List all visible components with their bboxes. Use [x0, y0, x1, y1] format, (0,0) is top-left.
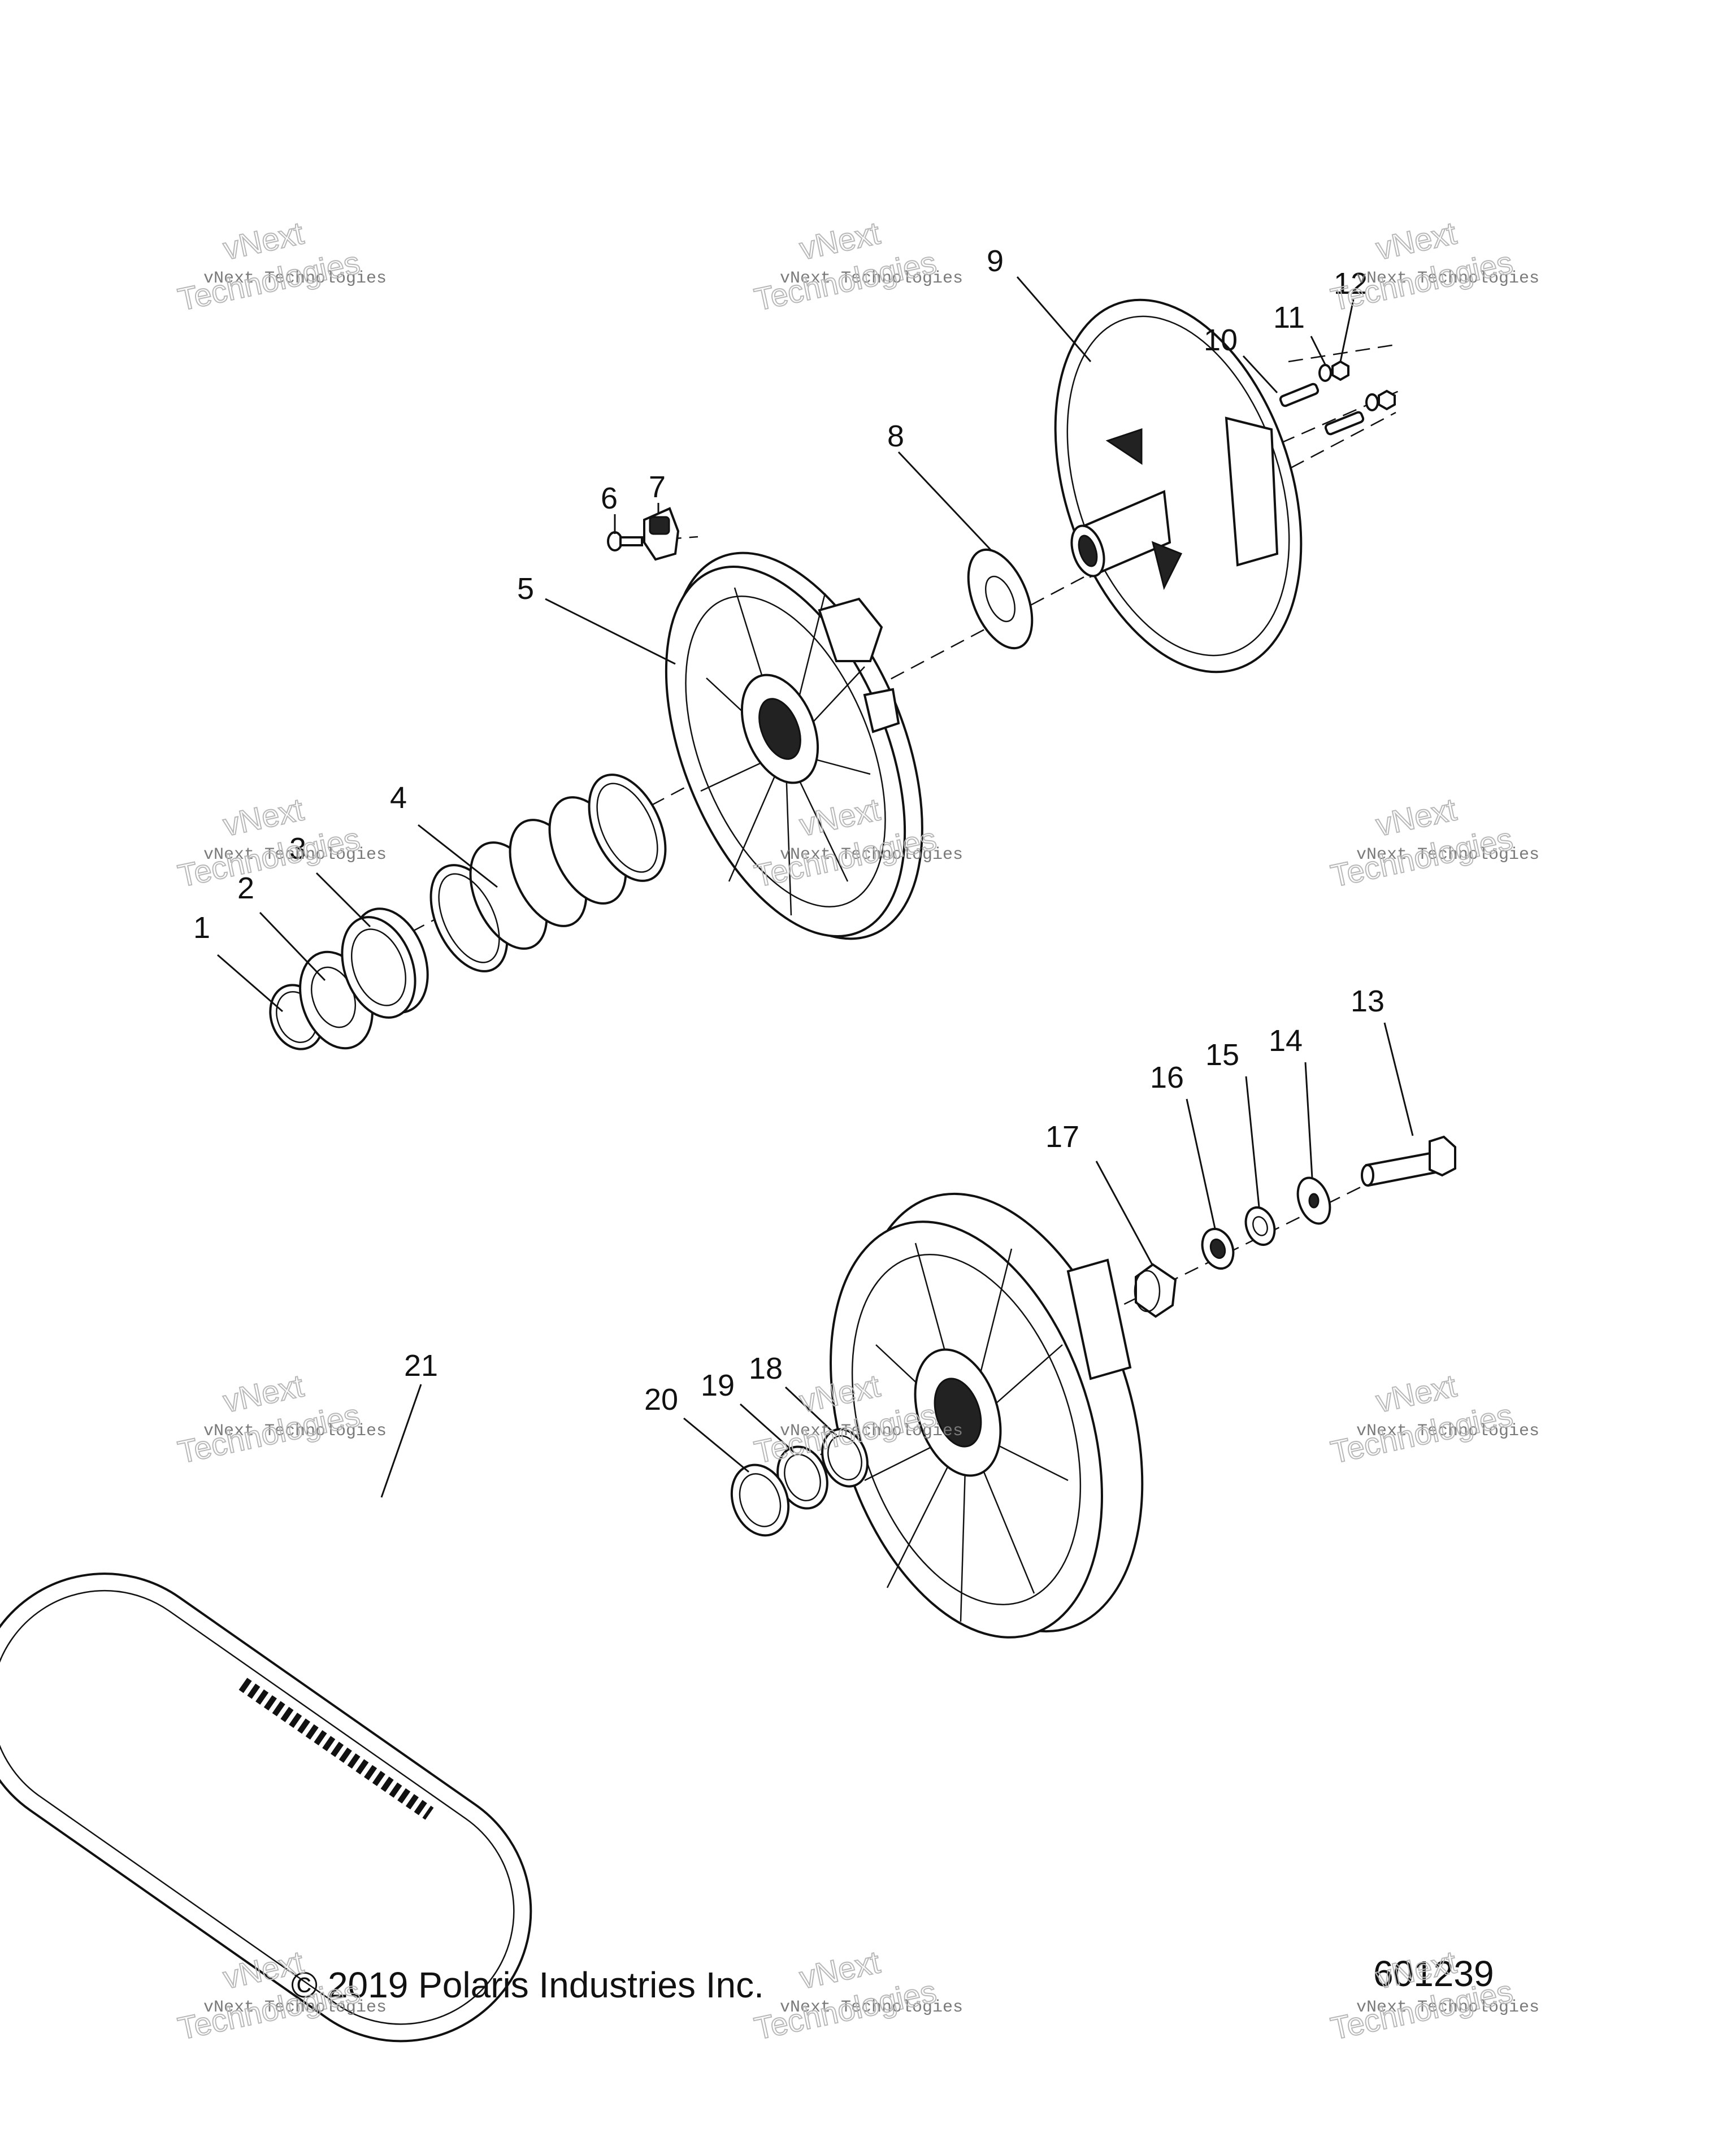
part-11-washers — [1318, 364, 1379, 411]
leader-lines — [217, 276, 1414, 1498]
watermark-6: vNext vNext Technologies Technologies — [1327, 790, 1539, 894]
part-13-bolt — [1361, 1135, 1456, 1187]
callout-20: 20 — [644, 1383, 678, 1417]
svg-text:vNext Technologies: vNext Technologies — [780, 845, 963, 865]
watermark-12: vNext vNext Technologies Technologies — [1327, 1943, 1539, 2047]
part-3-spring-cup — [341, 907, 429, 1019]
callout-16: 16 — [1150, 1061, 1184, 1094]
part-21-drive-belt — [0, 1572, 532, 2043]
part-7-roller — [643, 507, 680, 561]
callout-7: 7 — [649, 470, 666, 504]
svg-text:vNext Technologies: vNext Technologies — [203, 845, 387, 865]
callout-21: 21 — [404, 1349, 438, 1383]
part-6-screw — [607, 531, 643, 551]
part-16-bushing — [1201, 1228, 1235, 1270]
driven-clutch-assembly — [830, 1192, 1144, 1639]
callout-1: 1 — [193, 911, 210, 945]
watermark-11: vNext vNext Technologies Technologies — [750, 1943, 963, 2047]
callout-10: 10 — [1204, 323, 1238, 357]
svg-text:vNext Technologies: vNext Technologies — [780, 1422, 963, 1441]
svg-text:vNext Technologies: vNext Technologies — [1356, 1422, 1539, 1441]
callout-8: 8 — [887, 419, 904, 453]
callout-3: 3 — [289, 832, 306, 866]
callout-15: 15 — [1205, 1038, 1239, 1072]
callout-6: 6 — [601, 481, 618, 515]
callout-13: 13 — [1351, 984, 1385, 1018]
watermark-7: vNext vNext Technologies Technologies — [174, 1367, 387, 1470]
watermark-9: vNext vNext Technologies Technologies — [1327, 1367, 1539, 1470]
callout-11: 11 — [1273, 301, 1305, 335]
callout-17: 17 — [1045, 1120, 1079, 1154]
part-8-washer — [967, 548, 1034, 650]
svg-text:vNext Technologies: vNext Technologies — [1356, 1998, 1539, 2017]
svg-text:vNext Technologies: vNext Technologies — [780, 1998, 963, 2017]
copyright-text: © 2019 Polaris Industries Inc. — [291, 1965, 764, 2005]
svg-text:vNext Technologies: vNext Technologies — [1356, 845, 1539, 865]
callout-5: 5 — [517, 572, 534, 606]
diagram-number: 601239 — [1373, 1953, 1494, 1994]
watermark-2: vNext vNext Technologies Technologies — [750, 214, 963, 318]
svg-text:vNext Technologies: vNext Technologies — [203, 269, 387, 288]
part-4-coil-spring — [429, 774, 667, 972]
callout-14: 14 — [1269, 1024, 1303, 1058]
watermark-4: vNext vNext Technologies Technologies — [174, 790, 387, 894]
part-18-seal-ring — [821, 1428, 869, 1488]
part-19-seal-ring — [776, 1445, 828, 1510]
callout-19: 19 — [701, 1369, 735, 1402]
part-15-washer — [1244, 1206, 1276, 1246]
svg-text:vNext Technologies: vNext Technologies — [1356, 269, 1539, 288]
watermark-3: vNext vNext Technologies Technologies — [1327, 214, 1539, 318]
callout-2: 2 — [237, 871, 254, 905]
callout-12: 12 — [1334, 267, 1368, 301]
part-5-moveable-sheave — [665, 551, 923, 940]
part-10-pins — [1279, 383, 1365, 436]
callout-18: 18 — [749, 1352, 783, 1385]
part-9-fixed-sheave — [1054, 298, 1303, 674]
callout-9: 9 — [987, 244, 1004, 278]
svg-text:vNext Technologies: vNext Technologies — [203, 1998, 387, 2017]
part-12-nuts — [1331, 360, 1396, 411]
part-14-washer — [1296, 1176, 1331, 1225]
watermark-1: vNext vNext Technologies Technologies — [174, 214, 387, 318]
part-20-seal-ring — [730, 1463, 790, 1537]
svg-text:vNext Technologies: vNext Technologies — [203, 1422, 387, 1441]
svg-text:vNext Technologies: vNext Technologies — [780, 269, 963, 288]
part-17-spacer — [1134, 1263, 1177, 1318]
callout-4: 4 — [390, 781, 407, 815]
